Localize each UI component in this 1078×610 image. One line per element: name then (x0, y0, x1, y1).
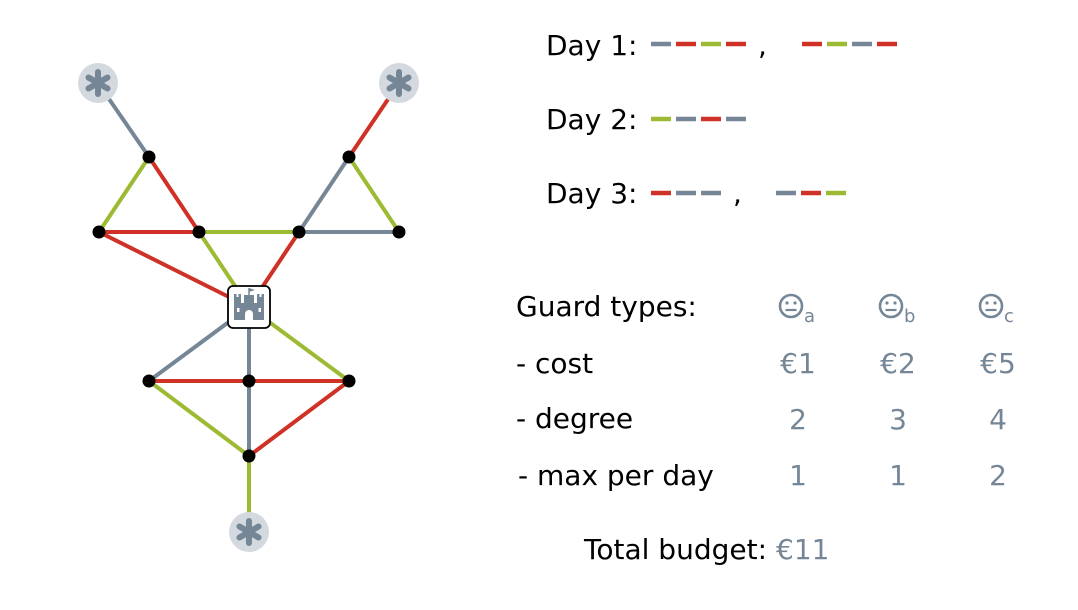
graph-edges (96, 81, 401, 532)
edge-E-F (347, 155, 401, 234)
max-per-day-b: 1 (889, 459, 907, 492)
cost-a: €1 (780, 347, 816, 380)
edge-G-J (147, 379, 251, 458)
node-H (242, 374, 256, 388)
cost-b: €2 (880, 347, 916, 380)
node-I (342, 374, 356, 388)
max-per-day-c: 2 (989, 459, 1007, 492)
node-J (242, 449, 256, 463)
graph-nodes (78, 63, 419, 552)
degree-b: 3 (889, 403, 907, 436)
max-per-day-a: 1 (789, 459, 807, 492)
edge-B-K (98, 230, 250, 309)
degree-a: 2 (789, 403, 807, 436)
neutral-face-icon (978, 293, 1004, 319)
edge-I-J (247, 379, 351, 458)
node-G (142, 374, 156, 388)
node-F (392, 225, 406, 239)
day-3-separator: , (733, 177, 742, 210)
max-per-day-row-label: - max per day (518, 459, 714, 492)
day-2-label: Day 2: (546, 103, 637, 136)
asterisk-icon (229, 512, 269, 552)
castle-icon (227, 285, 271, 329)
guard-type-a-subscript: a (804, 306, 815, 327)
day-1-label: Day 1: (546, 29, 637, 62)
guard-table: Guard types: a b (516, 290, 1016, 492)
day-sequences (651, 41, 897, 196)
node-C (192, 225, 206, 239)
cost-row-label: - cost (516, 347, 593, 380)
guard-icon-c: c (978, 293, 1014, 327)
guard-type-c-subscript: c (1004, 306, 1014, 327)
total-budget-label: Total budget: (583, 533, 767, 566)
guard-type-b-subscript: b (904, 306, 915, 327)
node-A (142, 150, 156, 164)
asterisk-icon (379, 63, 419, 103)
guard-icon-a: a (778, 293, 815, 327)
day-legend: Day 1: , Day 2: Day 3: , (546, 29, 897, 210)
day-1-separator: , (758, 29, 767, 62)
edge-A-B (97, 155, 151, 234)
node-E (342, 150, 356, 164)
degree-c: 4 (989, 403, 1007, 436)
neutral-face-icon (878, 293, 904, 319)
asterisk-icon (78, 63, 118, 103)
node-D (292, 225, 306, 239)
guard-types-heading: Guard types: (516, 290, 697, 323)
edge-A-C (147, 155, 201, 234)
node-B (92, 225, 106, 239)
guard-icon-b: b (878, 293, 915, 327)
edge-D-E (297, 155, 351, 234)
total-budget-value: €11 (776, 533, 829, 566)
day-3-label: Day 3: (546, 177, 637, 210)
degree-row-label: - degree (516, 402, 633, 435)
neutral-face-icon (778, 293, 804, 319)
cost-c: €5 (980, 347, 1016, 380)
